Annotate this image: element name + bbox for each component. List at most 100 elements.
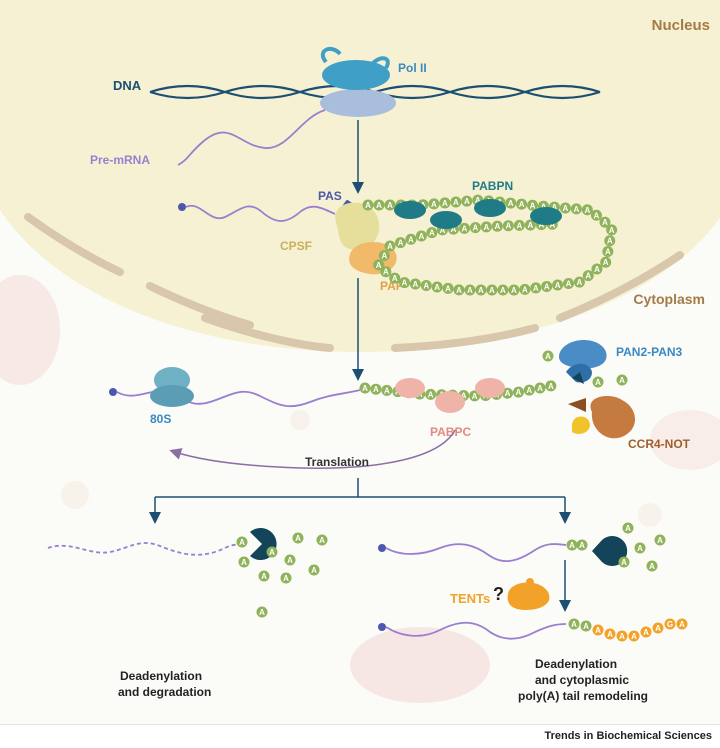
adenosine-bead — [415, 230, 427, 242]
adenosine-bead — [602, 246, 614, 258]
adenosine-bead — [280, 572, 292, 584]
adenosine-bead — [505, 197, 517, 209]
footer: Trends in Biochemical Sciences — [0, 724, 720, 748]
adenosine-bead — [428, 198, 440, 210]
adenosine-bead — [563, 278, 575, 290]
adenosine-bead — [530, 282, 542, 294]
adenosine-bead — [591, 263, 603, 275]
adenosine-bead — [431, 281, 443, 293]
adenosine-letter: A — [241, 558, 247, 567]
adenosine-letter: A — [583, 622, 589, 631]
left-caption-line-1: Deadenylation — [120, 669, 202, 683]
adenosine-letter: A — [500, 286, 506, 295]
adenosine-letter: A — [456, 286, 462, 295]
adenosine-bead — [622, 522, 634, 534]
adenosine-letter: A — [451, 225, 457, 234]
adenosine-bead — [491, 220, 503, 232]
adenosine-bead — [599, 216, 611, 228]
adenosine-letter: A — [527, 221, 533, 230]
adenosine-bead — [238, 556, 250, 568]
adenosine-letter: A — [384, 386, 390, 395]
adenosine-letter: A — [505, 222, 511, 231]
adenosine-bead — [573, 276, 585, 288]
adenosine-bead — [461, 195, 473, 207]
adenosine-bead — [373, 199, 385, 211]
adenosine-letter: A — [408, 235, 414, 244]
adenosine-letter: A — [584, 206, 590, 215]
adenosine-letter: A — [602, 218, 608, 227]
tents-question-mark: ? — [493, 584, 504, 604]
pol2-complex — [320, 46, 396, 117]
adenosine-letter: A — [621, 558, 627, 567]
right-caption-line-2: and cytoplasmic — [535, 673, 629, 687]
pol2-label: Pol II — [398, 61, 427, 75]
adenosine-bead — [497, 284, 509, 296]
deadenylated-mrna-strand — [385, 543, 567, 563]
adenosine-letter: A — [566, 280, 572, 289]
adenosine-bead — [508, 284, 520, 296]
adenosine-bead — [664, 618, 676, 630]
adenosine-bead — [378, 249, 390, 261]
adenosine-letter: A — [295, 534, 301, 543]
adenosine-bead — [512, 386, 524, 398]
adenosine-bead — [439, 197, 451, 209]
adenosine-bead — [570, 203, 582, 215]
adenosine-letter: A — [376, 261, 382, 270]
adenosine-letter: A — [478, 286, 484, 295]
cap-dot-1 — [178, 203, 186, 211]
adenosine-letter: A — [319, 536, 325, 545]
adenosine-letter: A — [637, 544, 643, 553]
adenosine-bead — [266, 546, 278, 558]
adenosine-bead — [542, 350, 554, 362]
adenosine-letter: A — [434, 283, 440, 292]
adenosine-letter: A — [453, 198, 459, 207]
adenosine-bead — [405, 233, 417, 245]
adenosine-letter: A — [516, 221, 522, 230]
adenosine-letter: A — [594, 211, 600, 220]
adenosine-letter: A — [431, 200, 437, 209]
adenosine-bead — [469, 222, 481, 234]
cap-dot-2 — [109, 388, 117, 396]
ccr4-not-complex — [568, 396, 636, 439]
adenosine-letter: A — [657, 536, 663, 545]
adenosine-letter: A — [516, 388, 522, 397]
cap-dot-4 — [378, 623, 386, 631]
adenosine-letter: A — [607, 237, 613, 246]
adenosine-letter: A — [530, 201, 536, 210]
adenosine-bead — [590, 209, 602, 221]
adenosine-bead — [381, 384, 393, 396]
adenosine-bead — [502, 220, 514, 232]
adenosine-bead — [308, 564, 320, 576]
adenosine-bead — [409, 278, 421, 290]
adenosine-letter: A — [464, 197, 470, 206]
adenosine-letter: A — [376, 201, 382, 210]
adenosine-bead — [582, 270, 594, 282]
adenosine-letter: A — [603, 258, 609, 267]
adenosine-letter: A — [649, 562, 655, 571]
adenosine-letter: G — [667, 620, 673, 629]
adenosine-letter: A — [533, 284, 539, 293]
adenosine-bead — [568, 618, 580, 630]
adenosine-bead — [541, 280, 553, 292]
adenosine-letter: A — [383, 268, 389, 277]
adenosine-bead — [604, 235, 616, 247]
adenosine-bead — [373, 259, 385, 271]
adenosine-bead — [600, 256, 612, 268]
adenosine-bead — [527, 199, 539, 211]
adenosine-bead — [618, 556, 630, 568]
adenosine-letter: A — [571, 620, 577, 629]
nuclear-envelope — [24, 213, 684, 352]
adenosine-bead — [370, 383, 382, 395]
pas-label: PAS — [318, 189, 342, 203]
adenosine-bead — [513, 219, 525, 231]
ccr4-not-label: CCR4-NOT — [628, 437, 691, 451]
pabpn-label: PABPN — [472, 179, 513, 193]
adenosine-bead — [420, 279, 432, 291]
adenosine-bead — [616, 630, 628, 642]
diagram-canvas: Nucleus Cytoplasm DNA Pol II Pre-mRNA PA… — [0, 0, 720, 703]
adenosine-letter: A — [545, 352, 551, 361]
adenosine-bead — [394, 237, 406, 249]
adenosine-bead — [523, 384, 535, 396]
right-caption-line-1: Deadenylation — [535, 657, 617, 671]
adenosine-bead — [458, 222, 470, 234]
